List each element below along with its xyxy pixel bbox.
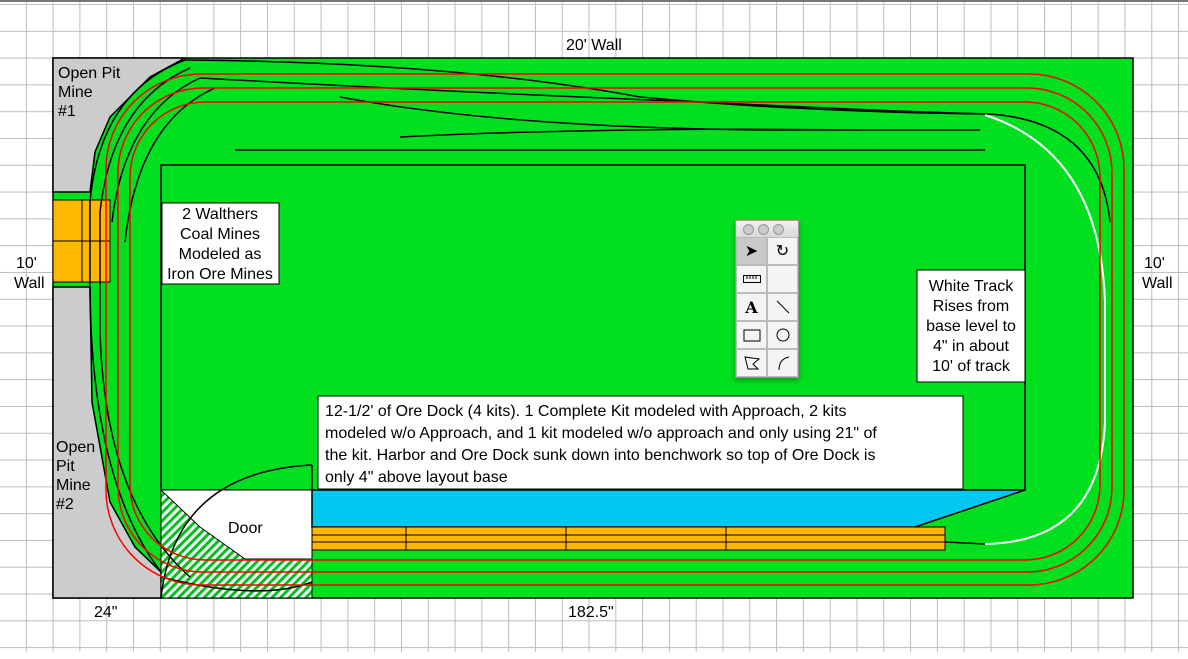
bottom-dimension: 182.5" xyxy=(568,604,614,621)
door-swing-arc xyxy=(160,464,313,599)
text-tool[interactable]: A xyxy=(736,293,767,321)
polygon-icon xyxy=(743,356,760,370)
white-track-note-box xyxy=(916,269,1026,383)
rotate-tool[interactable]: ↻ xyxy=(767,237,798,265)
rotate-icon: ↻ xyxy=(775,243,790,260)
door-label: Door xyxy=(228,520,263,537)
arrow-icon: ➤ xyxy=(744,243,759,260)
palette-title-bar[interactable] xyxy=(736,221,798,237)
close-button[interactable] xyxy=(743,223,754,235)
mainline-tracks xyxy=(105,73,1125,586)
open-pit-mine-1 xyxy=(52,57,186,193)
blank-tool[interactable] xyxy=(767,265,798,293)
right-wall-label: 10'Wall xyxy=(1142,255,1173,292)
line-icon xyxy=(776,300,789,314)
ore-dock-note: 12-1/2' of Ore Dock (4 kits). 1 Complete… xyxy=(325,403,877,486)
door-opening xyxy=(159,489,313,560)
arc-tool[interactable] xyxy=(767,349,798,377)
rectangle-icon xyxy=(743,329,760,341)
ore-dock-note-box xyxy=(317,395,964,490)
rectangle-tool[interactable] xyxy=(736,321,767,349)
oval-icon xyxy=(776,328,789,342)
ore-dock xyxy=(311,526,946,551)
ruler-icon xyxy=(742,275,761,283)
white-track xyxy=(984,114,1106,545)
left-dimension: 24" xyxy=(94,604,117,621)
tool-palette[interactable]: ➤ ↻ A xyxy=(735,220,799,378)
minimize-button[interactable] xyxy=(758,223,769,235)
ruler-tool[interactable] xyxy=(736,265,767,293)
text-icon: A xyxy=(745,297,758,317)
top-wall-label: 20' Wall xyxy=(566,37,622,54)
polygon-tool[interactable] xyxy=(736,349,767,377)
coal-mines-note-box xyxy=(161,202,280,285)
oval-tool[interactable] xyxy=(767,321,798,349)
arrow-tool[interactable]: ➤ xyxy=(736,237,767,265)
black-tracks xyxy=(89,59,1111,592)
line-tool[interactable] xyxy=(767,293,798,321)
zoom-button[interactable] xyxy=(773,223,784,235)
arc-icon xyxy=(778,356,789,371)
harbor xyxy=(311,489,1026,528)
left-wall-label: 10'Wall xyxy=(14,255,45,292)
